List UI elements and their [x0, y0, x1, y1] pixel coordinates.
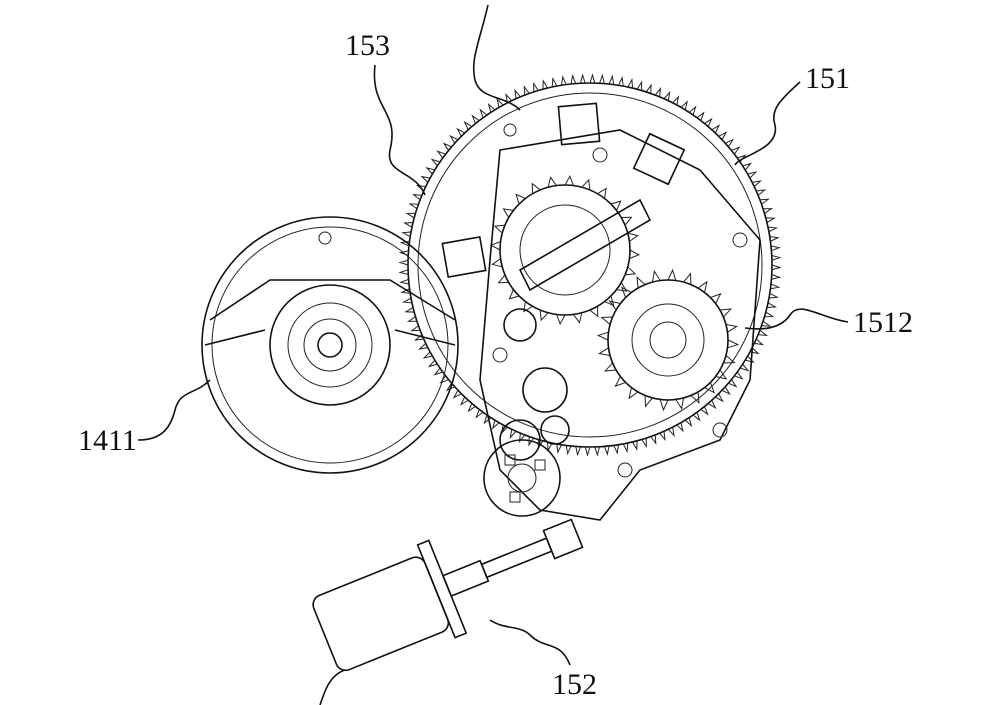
label-153: 153 — [345, 29, 390, 62]
label-151: 151 — [805, 62, 850, 95]
motor-152 — [312, 439, 584, 672]
label-1411: 1411 — [78, 424, 137, 457]
disc-1411 — [201, 216, 459, 474]
gear-teeth — [596, 268, 740, 412]
gear-teeth — [398, 73, 782, 457]
gear-teeth — [489, 174, 641, 326]
gear-plate — [441, 102, 761, 521]
label-1512: 1512 — [853, 306, 913, 339]
leader-lines — [137, 4, 849, 705]
ring-gear-151 — [398, 73, 782, 457]
label-152: 152 — [552, 668, 597, 701]
